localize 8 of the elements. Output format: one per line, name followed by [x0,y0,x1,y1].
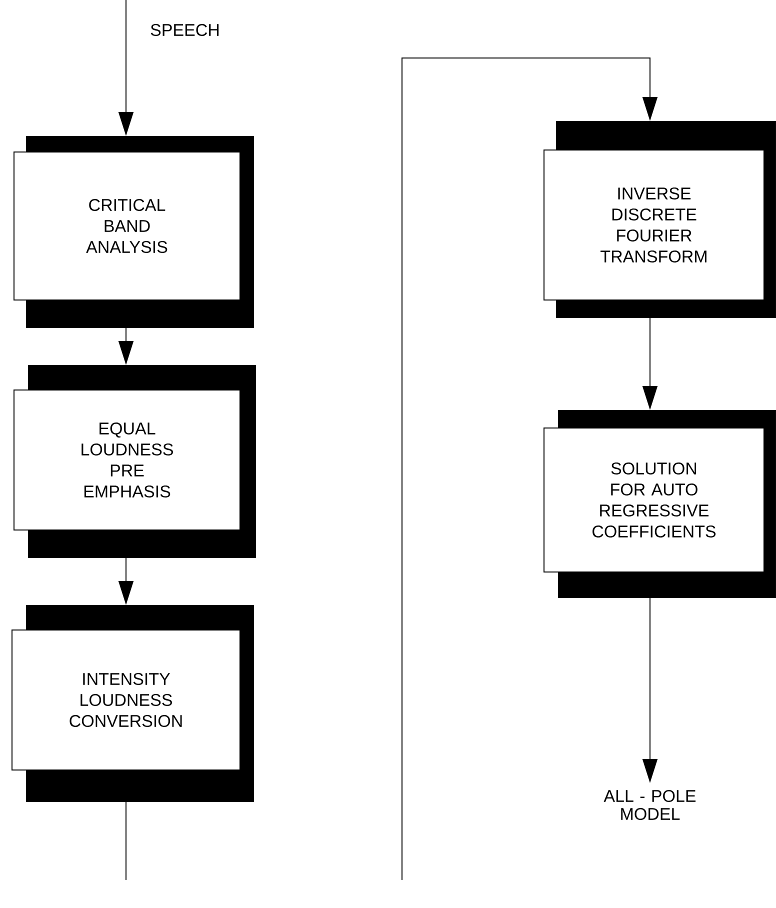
process-box: INVERSE DISCRETE FOURIER TRANSFORM [544,121,776,318]
process-box: INTENSITY LOUDNESS CONVERSION [12,605,254,802]
process-box: SOLUTION FOR AUTO REGRESSIVE COEFFICIENTS [544,410,776,598]
arrow [402,58,658,880]
process-box: EQUAL LOUDNESS PRE EMPHASIS [14,365,256,558]
process-box: CRITICAL BAND ANALYSIS [14,136,254,328]
edge-label: SPEECH [149,23,221,38]
output-label: ALL - POLE MODEL [604,790,696,820]
